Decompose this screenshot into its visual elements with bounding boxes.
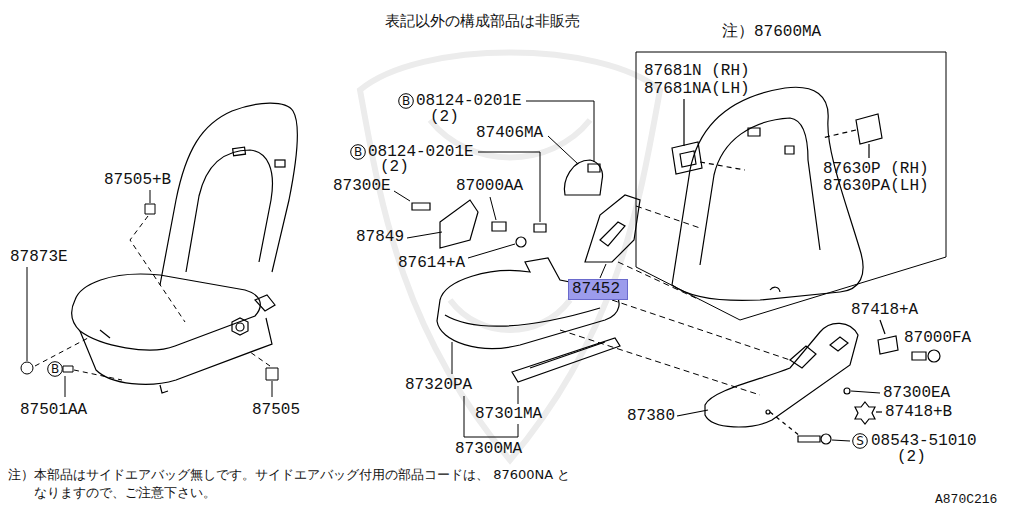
callout-number: 87614+A [398,254,465,272]
callout-number: 87505 [252,401,300,419]
seat-assembly [72,103,298,393]
callout-number: 87000AA [456,177,523,195]
callout-number: 87301MA [475,405,542,423]
callout-number: 87505+B [104,171,171,189]
drawing-code: A870C216 [935,492,997,508]
circle-line [48,362,63,377]
symbol-letter: B [47,361,63,377]
callout-number: 87300MA [455,440,522,458]
callout-number: 87630PA(LH) [823,177,929,195]
callout-number: 87320PA [405,376,472,394]
callout-number: 87000FA [904,329,971,347]
note-text: 注）本部品はサイドエアバッグ無しです。サイドエアバッグ付用の部品コードは、 87… [8,466,582,502]
circle-line [399,94,414,109]
symbol-circle: B [47,361,63,377]
page-title: 表記以外の構成部品は非販売 [385,12,580,30]
symbol-circle: B [398,93,414,109]
callout-number: 87681NA(LH) [644,80,750,98]
callout-number: 87681N (RH) [644,62,750,80]
callout-number: (2) [897,448,926,466]
highlight-box: 87452 [568,279,628,300]
circle-line [351,145,366,160]
callout-number: 87630P (RH) [823,160,929,178]
callout-number: 87849 [356,228,404,246]
callout-number: 87380 [627,407,675,425]
highlighted-part-number: 87452 [569,280,620,299]
callout-number: 87300E [333,177,391,195]
callout-number: 87873E [10,248,68,266]
watermark [360,53,660,461]
callout-number: 08543-51010 [871,432,977,450]
callout-number: 87406MA [476,124,543,142]
callout-number: 87418+B [885,403,952,421]
symbol-letter: B [350,144,366,160]
left-leaders [21,190,278,397]
callout-number: 87418+A [851,301,918,319]
kit-part-number: 注）87600MA [722,23,821,41]
callout-number: (2) [380,158,409,176]
callout-number: 08124-0201E [416,92,522,110]
symbol-letter: B [398,93,414,109]
callout-number: (2) [430,108,459,126]
symbol-circle: S [852,433,868,449]
callout-number: 87501AA [20,401,87,419]
symbol-letter: S [852,433,868,449]
circle-line [853,434,868,449]
side-cover [677,320,940,444]
kit-outline-line [636,52,946,320]
symbol-circle: B [350,144,366,160]
callout-number: 87300EA [883,384,950,402]
